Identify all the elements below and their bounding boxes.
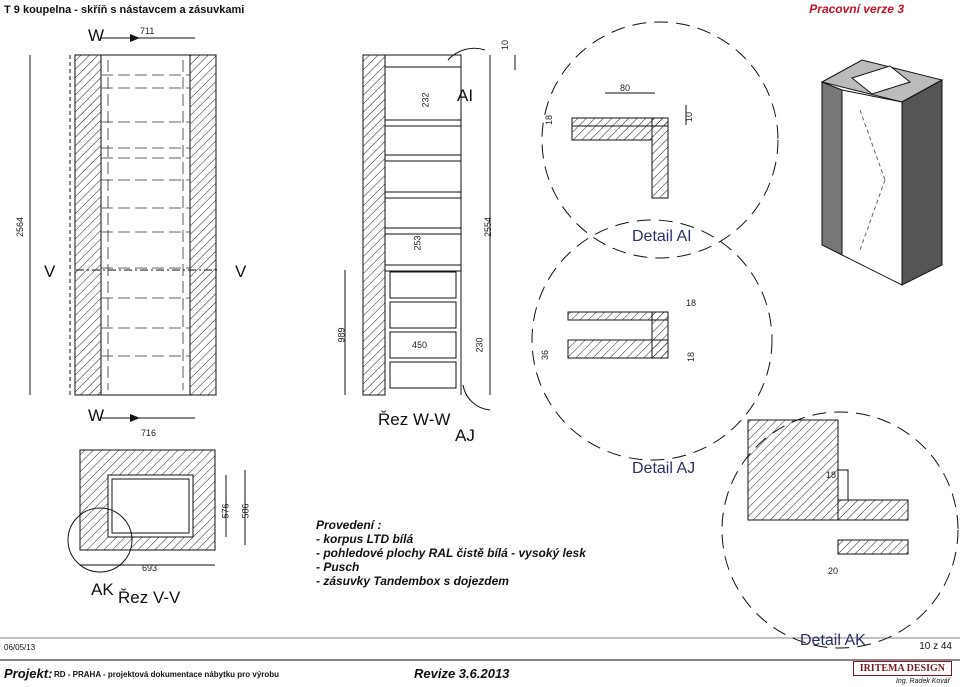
detail-ai-label: Detail AI: [632, 228, 692, 245]
detail-ak-label: Detail AK: [800, 632, 866, 649]
dim-18d: 18: [826, 470, 837, 480]
front-elevation: [29, 34, 220, 422]
dim-18c: 18: [686, 351, 697, 363]
detail-aj-drawing: [531, 219, 773, 461]
dim-711: 711: [140, 26, 155, 36]
dim-253: 253: [412, 235, 423, 251]
dim-716: 716: [141, 428, 157, 438]
page-number: 10 z 44: [919, 641, 952, 652]
label-v-right: V: [235, 262, 247, 281]
dim-36: 36: [540, 349, 551, 361]
section-ww: [344, 47, 516, 411]
notes-line: - zásuvky Tandembox s dojezdem: [316, 574, 509, 588]
isometric-view: [820, 59, 944, 286]
dim-10a: 10: [500, 39, 511, 51]
dim-989: 989: [336, 327, 347, 343]
label-w-bottom: W: [88, 406, 105, 425]
section-vv: [67, 449, 246, 573]
section-vv-label: Řez V-V: [118, 588, 181, 607]
notes-line: - pohledové plochy RAL čistě bílá - vyso…: [316, 546, 586, 560]
notes-heading: Provedení :: [316, 518, 382, 532]
dim-693: 693: [142, 563, 158, 573]
detail-aj-label: Detail AJ: [632, 460, 696, 477]
dim-450: 450: [412, 340, 428, 350]
dim-10b: 10: [684, 111, 695, 123]
label-w-top: W: [88, 26, 105, 45]
dim-586: 586: [240, 503, 251, 519]
dim-2554: 2554: [483, 216, 494, 238]
dim-230: 230: [474, 337, 485, 353]
section-ww-label: Řez W-W: [378, 410, 451, 429]
company-logo: IRITEMA DESIGN: [852, 661, 952, 676]
dim-2564: 2564: [15, 216, 26, 238]
notes-line: - korpus LTD bílá: [316, 532, 414, 546]
sheet-title: T 9 koupelna - skříň s nástavcem a zásuv…: [4, 4, 245, 16]
label-aj: AJ: [455, 426, 475, 445]
dim-18b: 18: [686, 298, 697, 308]
dim-232: 232: [420, 92, 431, 108]
label-ak: AK: [91, 580, 114, 599]
dim-576: 576: [220, 503, 231, 519]
detail-ai-drawing: [541, 21, 779, 259]
version-label: Pracovní verze 3: [809, 2, 904, 16]
notes-line: - Pusch: [316, 560, 360, 574]
label-ai: AI: [457, 86, 474, 105]
dim-20: 20: [828, 566, 839, 576]
construction-notes: Provedení : - korpus LTD bílá - pohledov…: [316, 518, 586, 588]
project-label: Projekt:: [4, 666, 53, 681]
dim-80: 80: [620, 83, 631, 93]
revision-label: Revize 3.6.2013: [414, 666, 510, 681]
author-name: Ing. Radek Kovář: [895, 678, 950, 685]
project-name: RD - PRAHA - projektová dokumentace náby…: [54, 670, 280, 679]
sheet-date: 06/05/13: [4, 643, 36, 652]
label-v-left: V: [44, 262, 56, 281]
dim-18a: 18: [544, 114, 555, 126]
detail-ak-drawing: [721, 411, 959, 649]
